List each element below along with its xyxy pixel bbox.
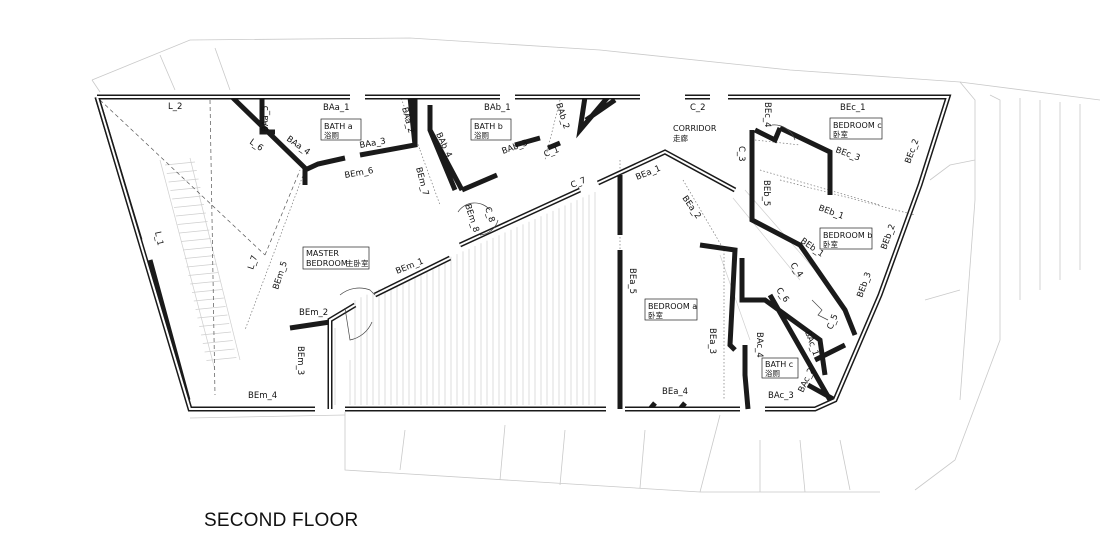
wall-label-BEb_1-upper: BEb_1 [817,203,845,221]
wall-label-BEc_1: BEc_1 [840,103,866,113]
stair-tread [184,255,215,259]
stair-tread [206,357,237,361]
wall-label-BEm_3: BEm_3 [295,346,305,375]
stair-tread [172,195,203,200]
stair-tread [164,161,196,166]
svg-text:卧室: 卧室 [833,129,848,139]
room-tag-bedroom-c: BEDROOM c 卧室 [829,117,883,140]
wall-label-BEb_5: BEb_5 [761,180,771,206]
wall-label-BEm_8: BEm_8 [462,203,481,234]
wall-label-L_2: L_2 [168,102,182,112]
wall-label-BEm_6: BEm_6 [344,166,374,181]
wall-label-BEm_5: BEm_5 [271,260,290,291]
doors [339,124,829,341]
svg-text:BEDROOM a: BEDROOM a [648,302,697,311]
stair-tread [182,246,214,251]
wall-label-C_1: C_1 [543,145,561,160]
stair-tread [177,221,208,225]
stair-tread [191,289,223,293]
svg-text:主卧室: 主卧室 [346,258,369,268]
svg-text:BEDROOM: BEDROOM [306,259,348,268]
site-context [91,37,1100,493]
wall-label-BAa_3: BAa_3 [359,137,387,151]
svg-text:浴厕: 浴厕 [324,130,339,140]
stair-tread [188,272,219,276]
stair-tread [168,178,199,183]
room-tag-bath-c: BATH c 浴厕 [761,357,799,379]
wall-label-BAb_2: BAb_2 [553,102,571,130]
wall-label-BAa_5: BAa_5 [261,105,271,132]
wall-label-C_4: C_4 [788,261,805,280]
wall-label-BAc_3: BAc_3 [768,391,794,401]
stair-tread [175,212,206,217]
svg-text:走廊: 走廊 [673,133,688,143]
svg-text:卧室: 卧室 [648,310,663,320]
wall-label-BEa_3: BEa_3 [707,328,717,354]
wall-label-BEc_2: BEc_2 [903,138,921,165]
svg-text:BEDROOM c: BEDROOM c [833,121,882,130]
svg-text:浴厕: 浴厕 [474,130,489,140]
wall-label-BEm_2: BEm_2 [299,308,328,318]
wall-label-BEc_4: BEc_4 [762,102,772,128]
stair-tread [199,323,230,327]
wall-label-C_5: C_5 [826,313,841,331]
room-tag-bath-b: BATH b 浴厕 [470,118,512,141]
wall-label-BEc_3: BEc_3 [834,145,861,163]
wall-label-BEa_4: BEa_4 [662,387,688,397]
room-tag-master-bedroom: MASTER BEDROOM 主卧室 [302,246,370,270]
stair-tread [195,306,226,310]
wall-label-L_1: L_1 [152,231,165,247]
svg-text:CORRIDOR: CORRIDOR [673,124,717,133]
stair-tread [181,238,212,242]
room-tag-corridor: CORRIDOR 走廊 [673,124,717,143]
stair-tread [166,170,197,174]
wall-label-C_7: C_7 [569,176,587,191]
wall-label-BEa_5: BEa_5 [627,268,637,294]
stair-tread [186,263,217,268]
stair-tread [193,297,224,302]
room-tag-bedroom-a: BEDROOM a 卧室 [644,298,698,321]
wall-label-BAb_1: BAb_1 [484,103,511,113]
walls-inner [96,96,950,410]
room-tag-bedroom-b: BEDROOM b 卧室 [819,227,872,250]
svg-text:MASTER: MASTER [306,249,339,258]
stair-tread [170,187,201,191]
stair-tread [179,229,210,234]
svg-text:卧室: 卧室 [823,239,838,249]
overhead-lines [99,94,916,405]
svg-text:BATH b: BATH b [474,122,503,131]
wall-label-BAc_4: BAc_4 [754,332,764,358]
stair-tread [197,314,228,319]
room-tags: BATH a 浴厕 BATH b 浴厕 CORRIDOR 走廊 BEDROOM … [302,117,883,379]
stair-tread [173,204,205,208]
wall-label-L_6: L_6 [247,137,265,153]
wall-label-C_8: C_8 [482,206,496,224]
wall-label-BEm_4: BEm_4 [248,391,277,401]
svg-text:BATH a: BATH a [324,122,353,131]
wall-label-BAa_1: BAa_1 [323,103,350,113]
room-tag-bath-a: BATH a 浴厕 [320,118,362,141]
svg-text:浴厕: 浴厕 [765,368,780,378]
wall-label-L_7: L_7 [246,254,260,271]
floor-title: SECOND FLOOR [204,510,359,531]
wall-label-BEb_3: BEb_3 [855,271,873,299]
svg-text:BEDROOM b: BEDROOM b [823,231,872,240]
wall-label-BAb_3: BAb_3 [501,138,530,157]
wall-label-C_3: C_3 [736,146,746,162]
stair-tread [204,348,235,353]
svg-text:BATH c: BATH c [765,360,793,369]
stair-tread [190,280,221,285]
stairs [159,157,816,405]
wall-label-C_2: C_2 [690,103,706,113]
